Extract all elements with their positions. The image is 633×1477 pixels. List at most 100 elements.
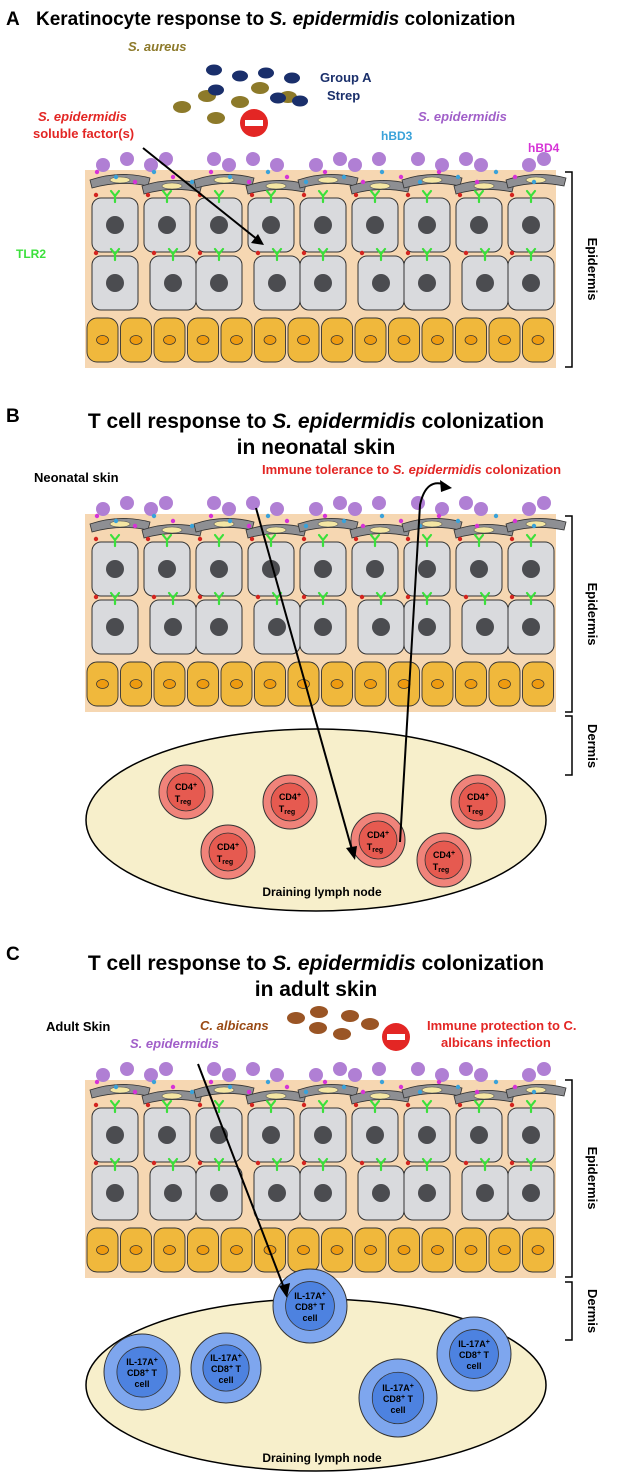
hbd4-peptide <box>322 1079 328 1085</box>
tcell-label-sup1: + <box>410 1383 414 1390</box>
keratinocyte-nucleus <box>476 274 494 292</box>
hbd3-peptide <box>113 174 119 180</box>
inhibition-bar <box>245 120 263 126</box>
s-aureus-cell <box>207 112 225 124</box>
s-epidermidis-label: S. epidermidis <box>418 109 507 124</box>
soluble-factor-arrowhead <box>251 234 264 245</box>
hbd3-peptide <box>227 1084 233 1090</box>
tcell-label-t: T <box>317 1302 326 1312</box>
tlr2-receptor <box>317 1099 329 1114</box>
keratinocyte-nucleus <box>476 1184 494 1202</box>
hbd4-peptide <box>246 1089 252 1095</box>
basal-nucleus <box>531 335 545 345</box>
s-epidermidis-cell <box>207 152 221 166</box>
treg-nucleus <box>358 820 398 860</box>
epidermis-label-a: Epidermis <box>585 238 600 301</box>
tcell-label-sup2: + <box>313 1302 317 1309</box>
keratinocyte-nucleus <box>106 618 124 636</box>
tlr2-receptor <box>375 247 387 262</box>
corneocyte-nucleus <box>317 1086 339 1094</box>
tcell-label-line1: IL-17A+ <box>126 1357 158 1367</box>
treg-label-sup: + <box>235 842 239 849</box>
s-epidermidis-cell <box>435 502 449 516</box>
tlr2-receptor <box>525 591 537 606</box>
tcell-label-sup1: + <box>238 1353 242 1360</box>
soluble-factor-dot <box>405 250 411 256</box>
tcell-label-line2: CD8+ T <box>211 1364 242 1374</box>
s-epidermidis-cell <box>348 1068 362 1082</box>
s-epidermidis-cell <box>372 496 386 510</box>
treg-label-line1: CD4+ <box>367 830 389 840</box>
keratinocyte-nucleus <box>262 216 280 234</box>
keratinocyte-nucleus <box>372 1184 390 1202</box>
s-epidermidis-cell <box>522 1068 536 1082</box>
tcell-label-line3: cell <box>134 1379 149 1389</box>
tlr2-receptor <box>375 1157 387 1172</box>
soluble-factor-dot <box>301 1160 307 1166</box>
hbd3-peptide <box>151 169 157 175</box>
tlr2-receptor <box>421 189 433 204</box>
panel-c: C T cell response to S. epidermidis colo… <box>6 944 600 1472</box>
tlr2-receptor <box>421 1157 433 1172</box>
s-epidermidis-label-c: S. epidermidis <box>130 1036 219 1051</box>
keratinocyte-nucleus <box>522 216 540 234</box>
basal-nucleus <box>230 335 243 345</box>
keratinocyte-nucleus <box>522 618 540 636</box>
s-epidermidis-cell <box>144 1068 158 1082</box>
c-albicans-cell <box>333 1028 351 1040</box>
keratinocyte-nucleus <box>158 560 176 578</box>
s-epidermidis-cell <box>96 502 110 516</box>
soluble-factor-dot <box>255 594 261 600</box>
soluble-factor-dot <box>197 536 203 542</box>
s-aureus-label: S. aureus <box>128 39 187 54</box>
treg-label-sub: reg <box>372 847 383 854</box>
tcell-label-sup1: + <box>486 1339 490 1346</box>
soluble-factor-dot <box>301 1102 307 1108</box>
il17a-cd8-t-cell-nucleus <box>116 1346 168 1398</box>
tcell-label-t: T <box>405 1394 414 1404</box>
treg-nucleus <box>270 782 310 822</box>
hbd4-peptide <box>322 169 328 175</box>
soluble-factor-dot <box>405 1102 411 1108</box>
tcell-label-sup1: + <box>154 1357 158 1364</box>
soluble-factor-dot <box>249 536 255 542</box>
hbd4-peptide <box>512 518 518 524</box>
tlr2-receptor <box>473 533 485 548</box>
keratinocyte-nucleus <box>314 1126 332 1144</box>
basal-nucleus <box>96 679 109 689</box>
tlr2-receptor <box>265 1099 277 1114</box>
tcell-label-sup2: + <box>145 1368 149 1375</box>
tlr2-receptor <box>109 591 121 606</box>
il17a-cd8-t-cell-nucleus <box>285 1281 335 1331</box>
s-epidermidis-cell <box>309 1068 323 1082</box>
hbd4-peptide <box>170 1084 176 1090</box>
treg-label-line1: CD4+ <box>175 782 197 792</box>
corneocyte-nucleus <box>161 526 183 534</box>
keratinocyte-nucleus <box>158 216 176 234</box>
basal-nucleus <box>196 679 210 689</box>
tcell-label-sup1: + <box>322 1291 326 1298</box>
soluble-factor-dot <box>145 536 151 542</box>
c-albicans-cell <box>341 1010 359 1022</box>
hbd4-peptide <box>436 513 442 519</box>
s-epidermidis-cell <box>246 496 260 510</box>
hbd3-peptide <box>227 518 233 524</box>
migration-arrow-b <box>255 507 353 851</box>
hbd4-peptide <box>360 1089 366 1095</box>
soluble-factor-dot <box>463 594 469 600</box>
tlr2-receptor <box>369 1099 381 1114</box>
basal-nucleus <box>498 1245 511 1255</box>
hbd3-peptide <box>455 518 461 524</box>
soluble-factor-dot <box>145 1102 151 1108</box>
hbd3-peptide <box>493 513 499 519</box>
hbd3-peptide <box>531 179 537 185</box>
tlr2-receptor <box>213 1099 225 1114</box>
hbd4-peptide <box>94 513 100 519</box>
soluble-factor-dot <box>405 192 411 198</box>
keratinocyte-nucleus <box>106 1184 124 1202</box>
skin-section-c <box>85 1062 567 1278</box>
s-epidermidis-cell <box>537 1062 551 1076</box>
lymph-node-label-b: Draining lymph node <box>262 885 382 899</box>
treg-nucleus <box>424 840 464 880</box>
